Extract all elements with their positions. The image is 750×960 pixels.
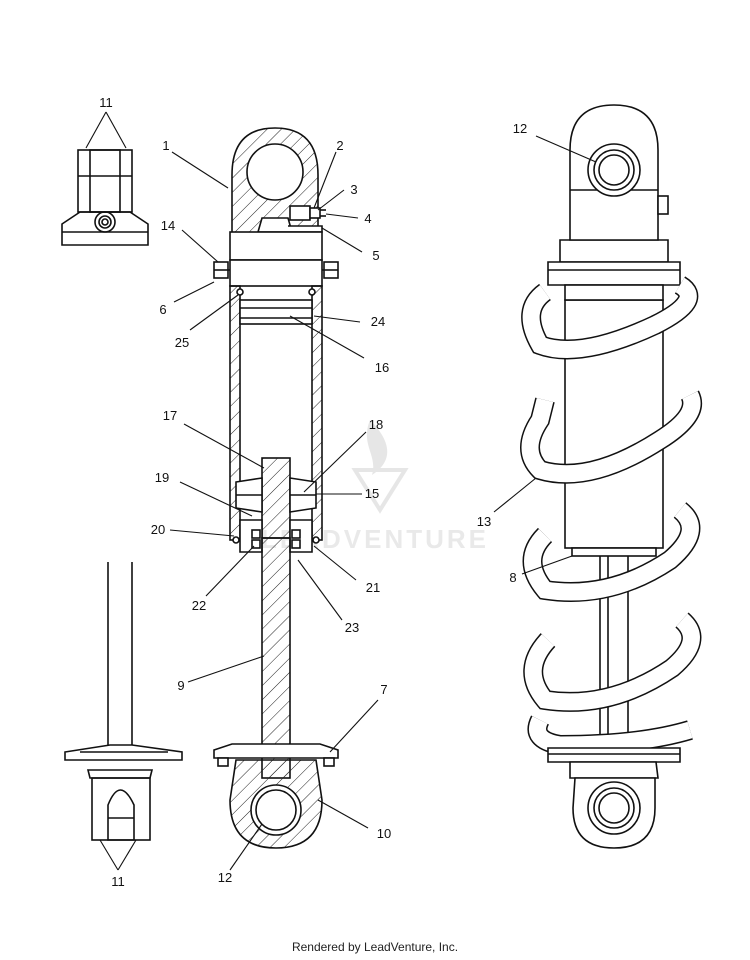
callout-1: 1 — [162, 138, 169, 153]
top-eye-detail — [61, 149, 149, 246]
callout-6: 6 — [159, 302, 166, 317]
assembled-bottom — [547, 747, 681, 849]
coil-spring — [520, 276, 702, 756]
callout-11-top: 11 — [99, 95, 113, 110]
callout-19: 19 — [155, 470, 169, 485]
callout-17: 17 — [163, 408, 177, 423]
callout-4: 4 — [364, 211, 371, 226]
callout-15: 15 — [365, 486, 379, 501]
footer-credit: Rendered by LeadVenture, Inc. — [291, 940, 459, 954]
callout-16: 16 — [375, 360, 389, 375]
callout-8: 8 — [509, 570, 516, 585]
cutaway-shock — [213, 127, 339, 849]
callout-24: 24 — [371, 314, 385, 329]
callout-7: 7 — [380, 682, 387, 697]
assembled-shock — [547, 104, 681, 749]
callout-9: 9 — [177, 678, 184, 693]
callout-21: 21 — [366, 580, 380, 595]
callout-5: 5 — [372, 248, 379, 263]
callout-13: 13 — [477, 514, 491, 529]
leader-lines — [85, 111, 597, 871]
bottom-eye-detail — [64, 562, 183, 841]
callout-22: 22 — [192, 598, 206, 613]
callout-11-bottom: 11 — [111, 874, 125, 889]
callout-20: 20 — [151, 522, 165, 537]
callout-14: 14 — [161, 218, 175, 233]
callout-3: 3 — [350, 182, 357, 197]
callout-18: 18 — [369, 417, 383, 432]
callout-12-right: 12 — [513, 121, 527, 136]
callout-25: 25 — [175, 335, 189, 350]
callout-12-left: 12 — [218, 870, 232, 885]
callout-23: 23 — [345, 620, 359, 635]
callout-10: 10 — [377, 826, 391, 841]
callout-2: 2 — [336, 138, 343, 153]
callout-labels: 11 1 2 3 4 5 14 6 24 25 16 17 18 19 15 2… — [99, 95, 527, 889]
